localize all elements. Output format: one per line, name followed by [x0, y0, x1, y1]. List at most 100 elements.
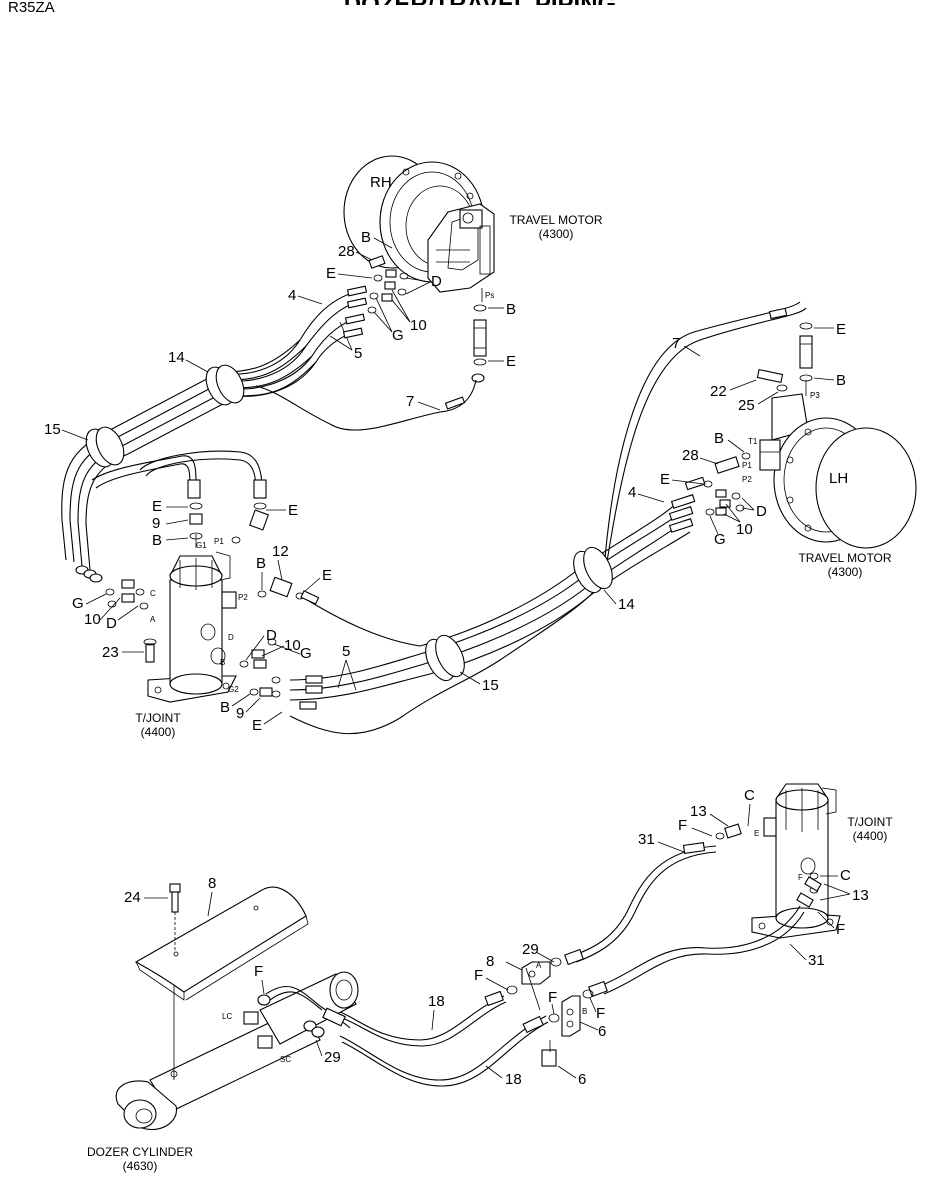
rh-side-label: RH	[370, 174, 392, 191]
port-p2: P2	[238, 593, 248, 602]
callout-bt-13a: 13	[690, 803, 707, 820]
port-p3: P3	[810, 391, 820, 400]
callout-clamp15-top: 15	[44, 421, 61, 438]
callout-bt-f2: F	[836, 921, 845, 938]
callout-tj-23: 23	[102, 644, 119, 661]
callout-bt-6b: 18	[505, 1071, 522, 1088]
hoses-31	[564, 842, 805, 998]
dozer-cylinder	[115, 960, 359, 1130]
lh-motor-fittings	[668, 322, 813, 533]
callout-lh-d: D	[756, 503, 767, 520]
callout-tj-10: 10	[84, 611, 101, 628]
rh-travel-motor	[343, 155, 495, 293]
callout-ps-b: B	[506, 301, 516, 318]
callout-tj-9b: 9	[236, 705, 244, 722]
callout-clamp14-mid: 14	[618, 596, 635, 613]
callout-lh-25: 25	[738, 397, 755, 414]
callout-ps-e: E	[506, 353, 516, 370]
callout-bt-29a: 8	[486, 953, 494, 970]
port-t1: T1	[748, 437, 758, 446]
port-g2: G2	[228, 685, 239, 694]
callout-hose7-top: 7	[406, 393, 414, 410]
port-p1-lh: P1	[742, 461, 752, 470]
tjoint-top-name: T/JOINT	[135, 711, 181, 725]
callout-tj-e1: E	[152, 498, 162, 515]
model-code: R35ZA	[8, 0, 55, 16]
callout-bt-c1: C	[744, 787, 755, 804]
callout-rh-5: 5	[354, 345, 362, 362]
callout-lh-22: 22	[710, 383, 727, 400]
tjoint-top-code: (4400)	[141, 725, 176, 739]
lh-side-label: LH	[829, 470, 848, 487]
page-title: DOZER/TRAVEL PIPING	[344, 0, 616, 18]
callout-clamp14-top: 14	[168, 349, 185, 366]
port-g1: G1	[196, 541, 207, 550]
callout-bt-29b: 6	[598, 1023, 606, 1040]
callout-rh-28: 28	[338, 243, 355, 260]
hoses-6	[339, 990, 549, 1087]
rh-motor-fittings	[367, 255, 409, 314]
middle-hose-bundle	[289, 301, 807, 735]
port-b: B	[220, 658, 225, 667]
callout-bt-6a: 18	[428, 993, 445, 1010]
fitting-blocks-29	[506, 957, 594, 1067]
callout-bt-f4: F	[474, 967, 483, 984]
callout-bt-30: 6	[578, 1071, 586, 1088]
callout-bt-24: 24	[124, 889, 141, 906]
callout-rh-4: 4	[288, 287, 296, 304]
callout-bt-13b: 13	[852, 887, 869, 904]
port-p2-lh: P2	[742, 475, 752, 484]
callout-tj-d: D	[106, 615, 117, 632]
callout-clamp15-mid: 15	[482, 677, 499, 694]
callout-lh-4: 4	[628, 484, 636, 501]
callout-bt-c2: C	[840, 867, 851, 884]
callout-tj-e2: E	[288, 502, 298, 519]
hose-7-top	[255, 379, 477, 431]
lh-travel-motor	[759, 393, 917, 549]
tjoint-bottom-name: T/JOINT	[847, 815, 893, 829]
callout-tj-e4: E	[252, 717, 262, 734]
callout-lh-b1: B	[836, 372, 846, 389]
port-e-tjoint: E	[754, 829, 759, 838]
top-tjoint	[147, 534, 237, 703]
callout-rh-g: G	[392, 327, 404, 344]
callout-bt-f3: 29	[522, 941, 539, 958]
page-title-clipped: DOZER/TRAVEL PIPING	[344, 0, 616, 18]
callout-rh-10: 10	[410, 317, 427, 334]
callout-bt-8: 8	[208, 875, 216, 892]
callout-bt-f6: F	[596, 1005, 605, 1022]
callout-bt-18b: 29	[324, 1049, 341, 1066]
top-hose-bundle	[61, 339, 317, 583]
callout-rh-d: D	[431, 273, 442, 290]
callout-lh-10: 10	[736, 521, 753, 538]
callout-lh-e1: E	[836, 321, 846, 338]
callout-tj-e3: E	[322, 567, 332, 584]
callout-tj-b2: B	[256, 555, 266, 572]
lh-motor-code: (4300)	[828, 565, 863, 579]
callout-bt-31a: 31	[638, 831, 655, 848]
callout-tj-g: G	[72, 595, 84, 612]
port-f-tjoint: F	[798, 873, 803, 882]
dozer-cylinder-code: (4630)	[123, 1159, 158, 1173]
callout-lh-e2: E	[660, 471, 670, 488]
callout-bt-f1: F	[678, 817, 687, 834]
port-a-block: A	[536, 961, 542, 970]
callout-lh-28: 28	[682, 447, 699, 464]
callout-tj-b1: B	[152, 532, 162, 549]
port-p1: P1	[214, 537, 224, 546]
rh-motor-name: TRAVEL MOTOR	[509, 213, 602, 227]
callout-tj-9: 9	[152, 515, 160, 532]
callout-bt-31b: 31	[808, 952, 825, 969]
tjoint-top-fittings	[105, 502, 305, 698]
port-lc: LC	[222, 1012, 232, 1021]
callout-bt-18a: F	[254, 963, 263, 980]
callout-lh-b2: B	[714, 430, 724, 447]
port-d: D	[228, 633, 234, 642]
cover-plate-8	[134, 883, 309, 1001]
ps-pilot-fittings	[471, 288, 487, 383]
port-sc: SC	[280, 1055, 291, 1064]
rh-motor-code: (4300)	[539, 227, 574, 241]
callout-hose7-right: 7	[672, 335, 680, 352]
